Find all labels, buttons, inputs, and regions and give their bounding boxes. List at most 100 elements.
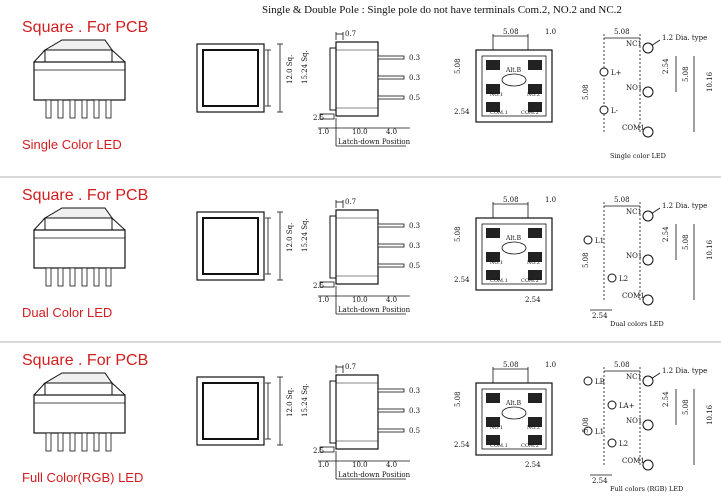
dimension-label: 4.0 bbox=[386, 296, 397, 304]
dimension-label: 10.16 bbox=[706, 239, 714, 260]
terminal-label: Alt.B bbox=[505, 235, 522, 242]
pcb-caption: Single color LED bbox=[610, 152, 666, 160]
led-terminal-label: LA+ bbox=[619, 402, 635, 410]
pcb-caption: Full colors (RGB) LED bbox=[610, 485, 683, 493]
terminal-label: COM.1 bbox=[490, 443, 508, 449]
dimension-label: 2.5 bbox=[313, 282, 324, 290]
terminal-label: COM.2 bbox=[521, 443, 539, 449]
front-view: 12.0 Sq. 15.24 Sq. bbox=[196, 43, 309, 113]
dimension-label: 5.08 bbox=[582, 84, 590, 100]
section-title: Square . For PCB bbox=[22, 352, 149, 369]
dimension-label: 0.3 bbox=[409, 242, 420, 250]
dimension-label: 2.54 bbox=[662, 391, 670, 407]
dimension-label: 2.54 bbox=[592, 312, 608, 320]
dimension-label: 5.08 bbox=[614, 196, 630, 204]
dimension-label: 0.3 bbox=[409, 387, 420, 395]
terminal-label: NO.1 bbox=[490, 92, 503, 98]
terminal-label: Alt.B bbox=[505, 400, 522, 407]
dimension-label: 5.08 bbox=[454, 226, 462, 242]
outer-size-label: 15.24 Sq. bbox=[301, 50, 309, 84]
terminal-label: Alt.B bbox=[505, 67, 522, 74]
dimension-label: 2.54 bbox=[454, 441, 470, 449]
inner-size-label: 12.0 Sq. bbox=[286, 55, 294, 84]
pcb-caption: Dual colors LED bbox=[610, 320, 664, 328]
outer-size-label: 15.24 Sq. bbox=[301, 383, 309, 417]
dimension-label: 5.08 bbox=[582, 252, 590, 268]
dimension-label: 5.08 bbox=[454, 391, 462, 407]
dimension-label: 1.0 bbox=[318, 296, 329, 304]
section-subtitle: Single Color LED bbox=[22, 137, 122, 152]
dimension-label: 1.0 bbox=[318, 128, 329, 136]
terminal-label: COM.2 bbox=[521, 110, 539, 116]
outer-size-label: 15.24 Sq. bbox=[301, 218, 309, 252]
dimension-label: 0.3 bbox=[409, 54, 420, 62]
terminal-label: COM1 bbox=[622, 457, 645, 465]
dimension-label: 2.54 bbox=[662, 226, 670, 242]
dimension-label: 10.16 bbox=[706, 71, 714, 92]
section-divider bbox=[0, 176, 721, 178]
dimension-label: 4.0 bbox=[386, 128, 397, 136]
dimension-label: 0.7 bbox=[345, 30, 356, 38]
latch-label: Latch-down Position bbox=[338, 471, 411, 479]
section-subtitle: Dual Color LED bbox=[22, 305, 113, 320]
header-note: Single & Double Pole : Single pole do no… bbox=[262, 4, 622, 16]
terminal-label: NC1 bbox=[626, 373, 642, 381]
terminal-label: NO.1 bbox=[490, 260, 503, 266]
led-terminal-label: L2 bbox=[619, 275, 628, 283]
dimension-label: 5.08 bbox=[503, 196, 519, 204]
dimension-label: 2.54 bbox=[662, 58, 670, 74]
dimension-label: 2.54 bbox=[454, 276, 470, 284]
terminal-label: NO.2 bbox=[527, 425, 540, 431]
front-view: 12.0 Sq. 15.24 Sq. bbox=[196, 376, 309, 446]
pcb-layout: 5.081.2 Dia. typeNC1NO1COM1LBLA+L1L22.54… bbox=[582, 361, 714, 493]
dimension-label: 1.0 bbox=[545, 361, 556, 369]
terminal-label: NO1 bbox=[626, 84, 642, 92]
terminal-label: NO.2 bbox=[527, 92, 540, 98]
latch-label: Latch-down Position bbox=[338, 138, 411, 146]
led-terminal-label: L1 bbox=[595, 428, 604, 436]
dimension-label: 10.0 bbox=[352, 296, 368, 304]
led-terminal-label: L+ bbox=[611, 69, 622, 77]
inner-size-label: 12.0 Sq. bbox=[286, 388, 294, 417]
dimension-label: 10.0 bbox=[352, 461, 368, 469]
section-divider bbox=[0, 341, 721, 343]
dimension-label: 0.3 bbox=[409, 74, 420, 82]
dimension-label: 2.54 bbox=[525, 296, 541, 304]
terminal-label: COM1 bbox=[622, 292, 645, 300]
dimension-label: 0.5 bbox=[409, 94, 420, 102]
terminal-label: NC1 bbox=[626, 40, 642, 48]
terminal-label: NO.2 bbox=[527, 260, 540, 266]
dimension-label: 5.08 bbox=[503, 361, 519, 369]
dimension-label: 5.08 bbox=[454, 58, 462, 74]
dimension-label: 2.54 bbox=[525, 461, 541, 469]
dimension-label: 5.08 bbox=[682, 399, 690, 415]
dimension-label: 2.54 bbox=[454, 108, 470, 116]
dimension-label: 2.5 bbox=[313, 447, 324, 455]
dimension-label: 5.08 bbox=[582, 417, 590, 433]
dimension-label: 0.3 bbox=[409, 407, 420, 415]
dimension-label: 0.5 bbox=[409, 262, 420, 270]
led-terminal-label: L- bbox=[611, 107, 619, 115]
dimension-label: 5.08 bbox=[614, 28, 630, 36]
dimension-label: 2.54 bbox=[592, 477, 608, 485]
dimension-label: 0.3 bbox=[409, 222, 420, 230]
dimension-label: 1.2 Dia. type bbox=[662, 367, 707, 375]
led-terminal-label: LB bbox=[595, 378, 605, 386]
terminal-label: COM.2 bbox=[521, 278, 539, 284]
dimension-label: 0.5 bbox=[409, 427, 420, 435]
dimension-label: 2.5 bbox=[313, 114, 324, 122]
terminal-label: COM.1 bbox=[490, 110, 508, 116]
led-terminal-label: L1 bbox=[595, 237, 604, 245]
switch-illustration bbox=[33, 39, 126, 119]
switch-illustration bbox=[33, 372, 126, 452]
terminal-label: NO1 bbox=[626, 417, 642, 425]
dimension-label: 1.0 bbox=[545, 196, 556, 204]
